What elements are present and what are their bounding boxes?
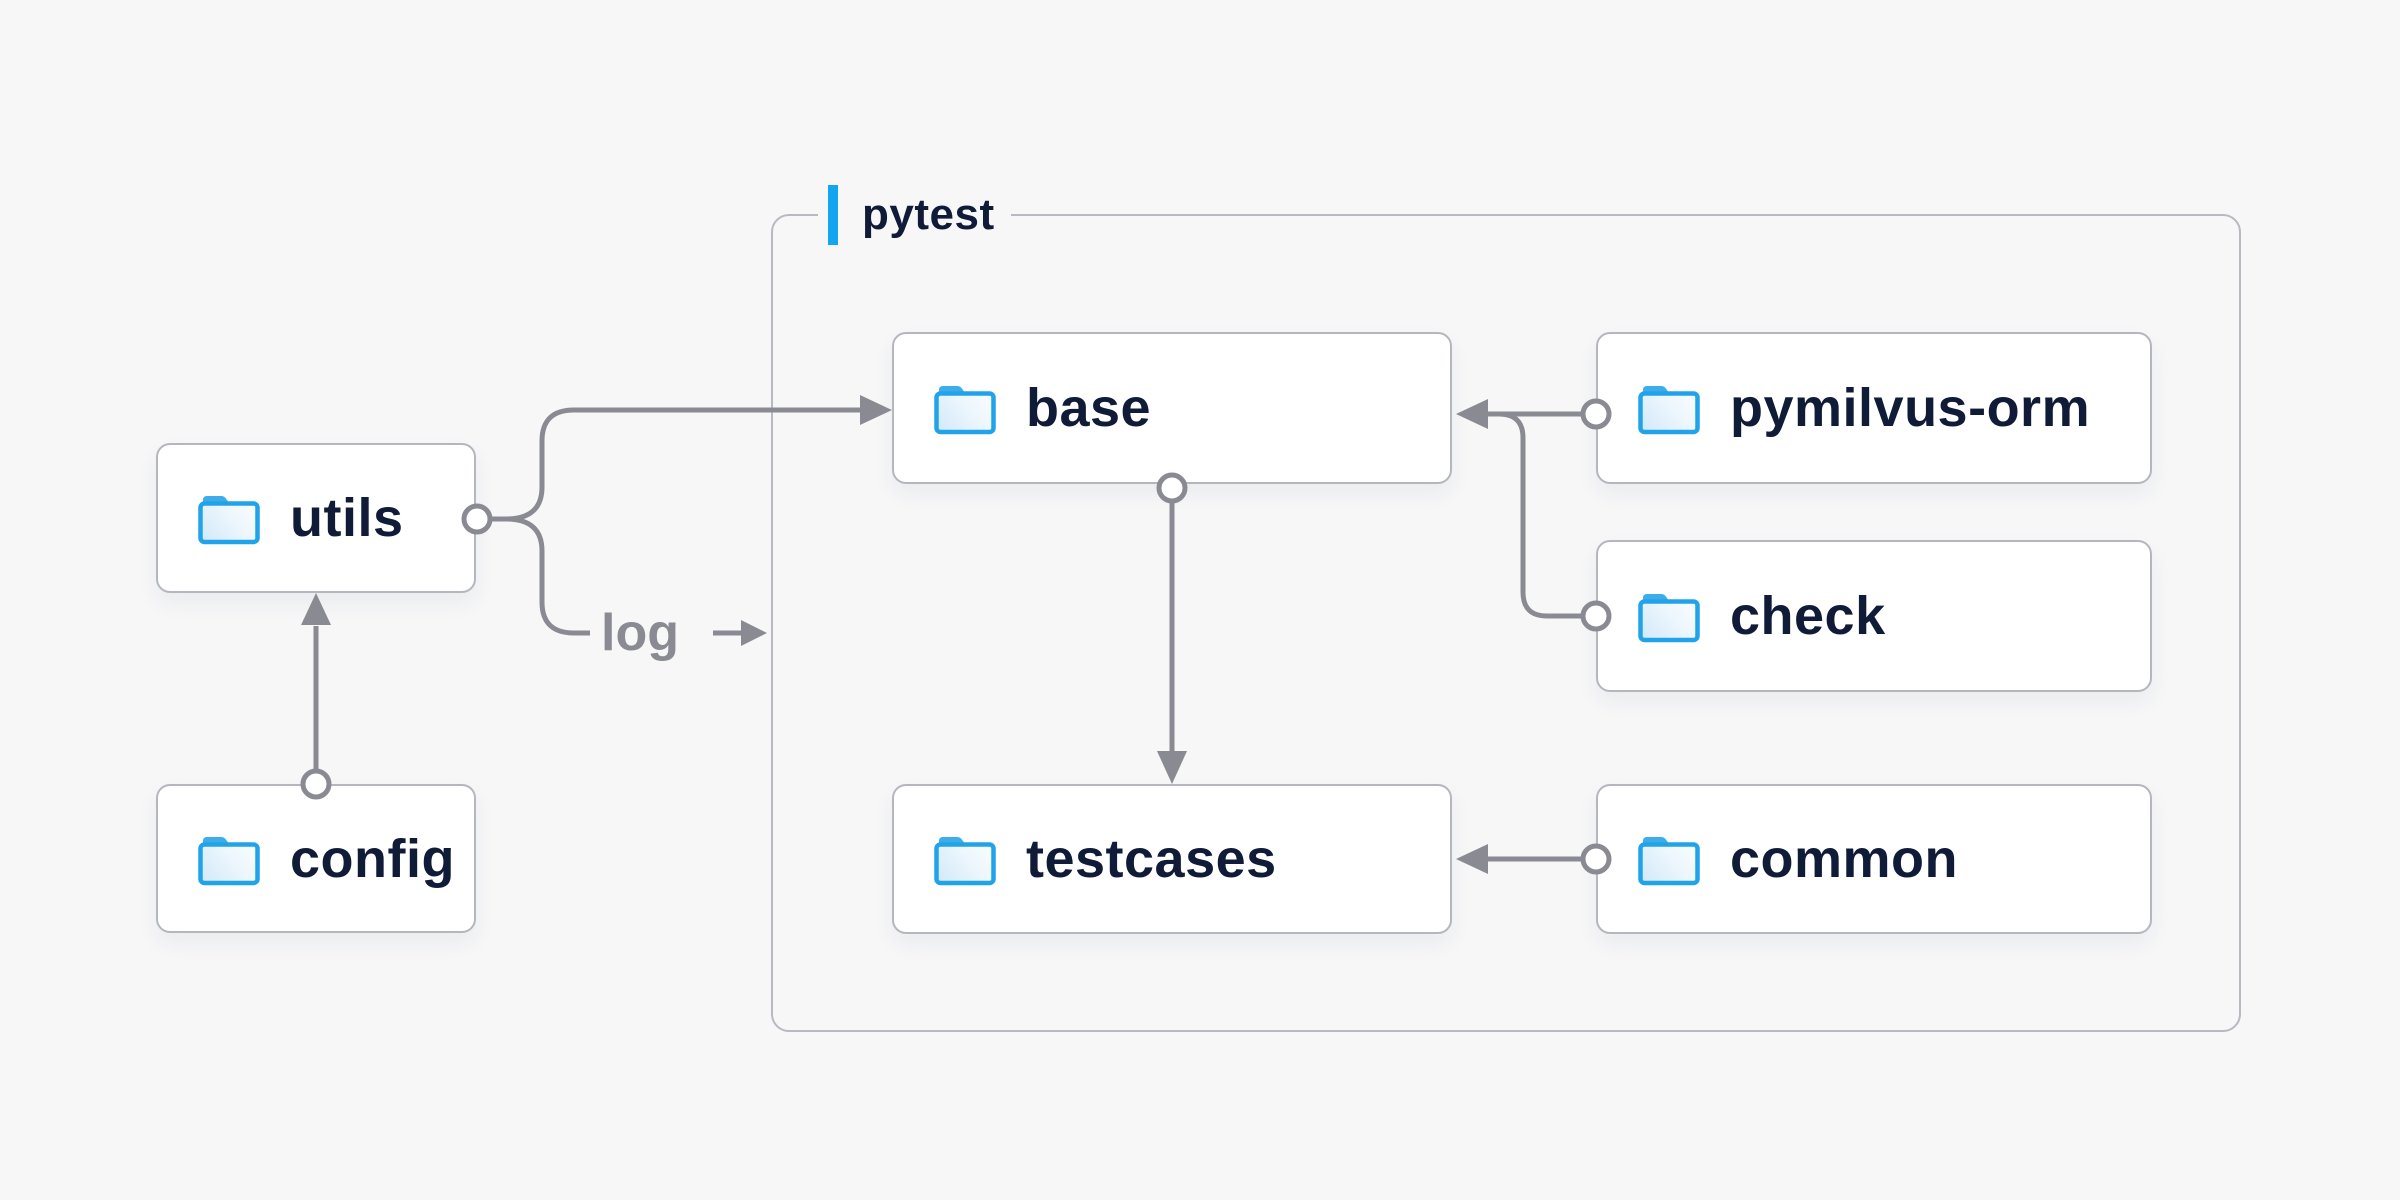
node-utils-label: utils [290,488,404,548]
arrowhead-log [741,620,767,646]
arrowhead-config-utils [301,593,331,625]
group-title: pytest [862,190,995,239]
folder-icon [1636,588,1702,644]
node-config-label: config [290,828,455,889]
node-pymilvus-orm-label: pymilvus-orm [1730,378,2091,438]
node-check-label: check [1730,586,1886,646]
node-common-label: common [1730,829,1959,889]
node-check: check [1596,540,2152,692]
group-pytest [771,214,2241,1032]
node-testcases-label: testcases [1026,829,1277,889]
folder-icon [196,831,262,887]
group-pytest-label: pytest [818,184,1011,246]
folder-icon [1636,380,1702,436]
accent-bar [828,185,838,245]
folder-icon [932,831,998,887]
edge-label-log: log [601,604,679,662]
node-common: common [1596,784,2152,934]
folder-icon [932,380,998,436]
node-testcases: testcases [892,784,1452,934]
node-config: config [156,784,476,933]
folder-icon [1636,831,1702,887]
folder-icon [196,490,262,546]
node-pymilvus-orm: pymilvus-orm [1596,332,2152,484]
node-utils: utils [156,443,476,593]
node-base: base [892,332,1452,484]
node-base-label: base [1026,378,1152,438]
edge-utils-log [505,516,590,636]
